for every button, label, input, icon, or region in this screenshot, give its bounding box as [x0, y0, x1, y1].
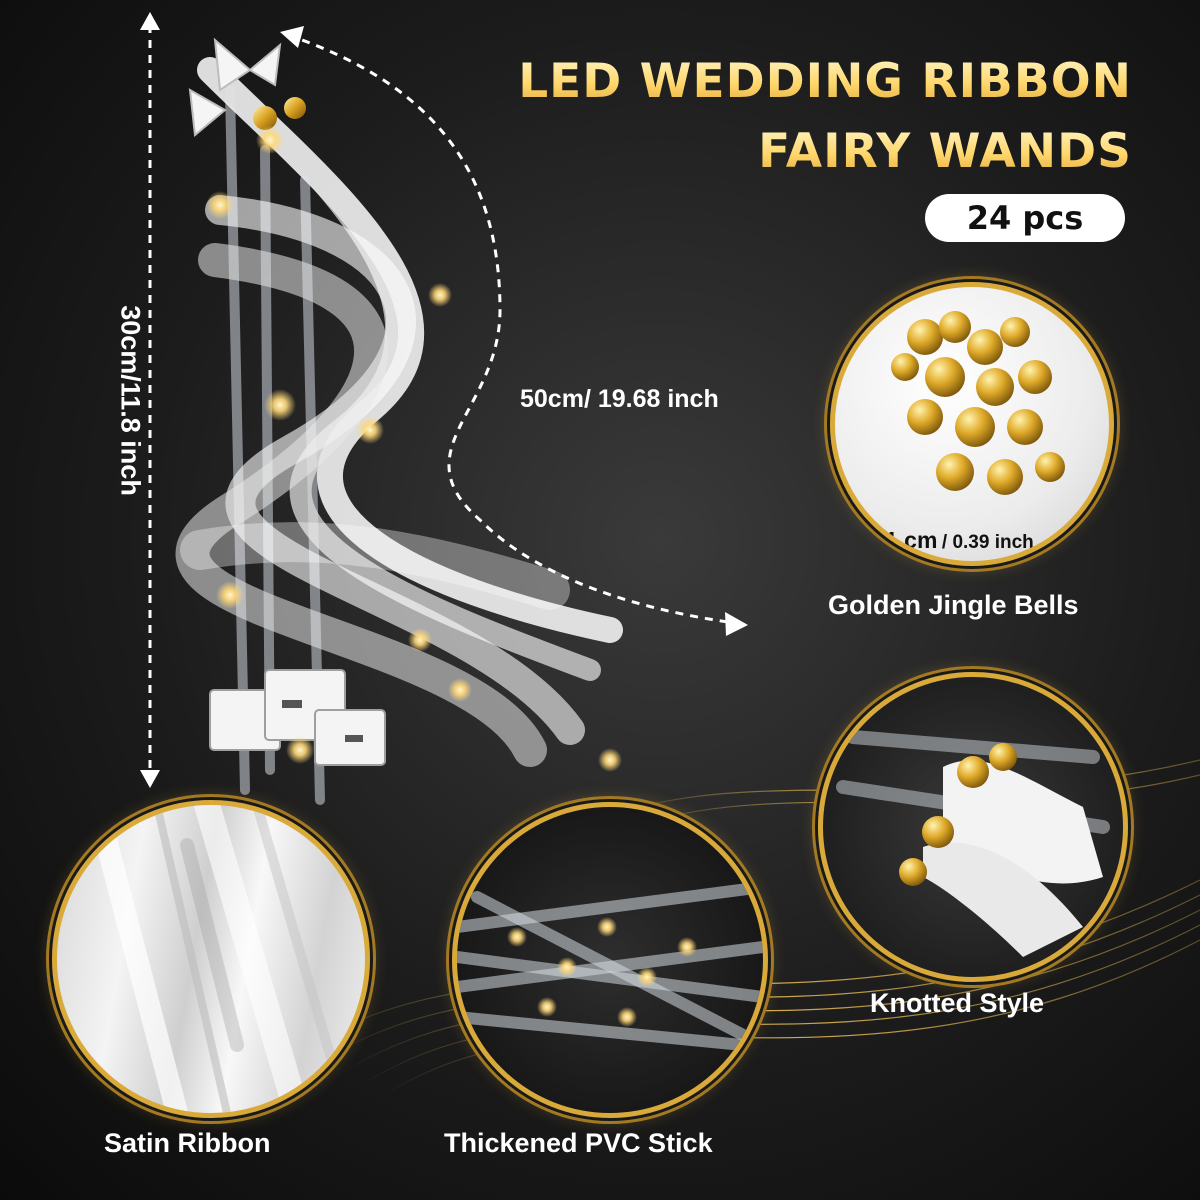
stick-detail-circle	[452, 802, 768, 1118]
length-label: 50cm/ 19.68 inch	[520, 385, 719, 413]
height-dimension-arrow	[140, 12, 160, 788]
title-line-2: FAIRY WANDS	[758, 124, 1132, 179]
length-dimension-arrow	[280, 26, 748, 636]
knotted-caption: Knotted Style	[870, 988, 1045, 1018]
ribbon-caption: Satin Ribbon	[104, 1128, 271, 1158]
bell-size-imperial: / 0.39 inch	[941, 532, 1034, 553]
bell-size-label: 1 cm / 0.39 inch	[885, 527, 1034, 554]
ribbon-wands-product-image	[175, 37, 623, 805]
bells-caption: Golden Jingle Bells	[828, 590, 1079, 620]
golden-bells-image	[891, 311, 1065, 495]
stick-caption: Thickened PVC Stick	[444, 1128, 713, 1158]
count-badge: 24 pcs	[925, 194, 1125, 242]
height-label: 30cm/11.8 inch	[115, 305, 146, 496]
ribbon-detail-circle	[52, 800, 370, 1118]
bell-size-metric: 1 cm	[885, 527, 938, 553]
title-line-1: LED WEDDING RIBBON	[518, 54, 1132, 109]
pvc-stick-image	[457, 881, 763, 1053]
bells-detail-circle: 1 cm / 0.39 inch	[830, 282, 1114, 566]
knotted-ribbon-image	[836, 730, 1110, 957]
satin-ribbon-image	[86, 805, 352, 1113]
knotted-detail-circle	[818, 672, 1128, 982]
